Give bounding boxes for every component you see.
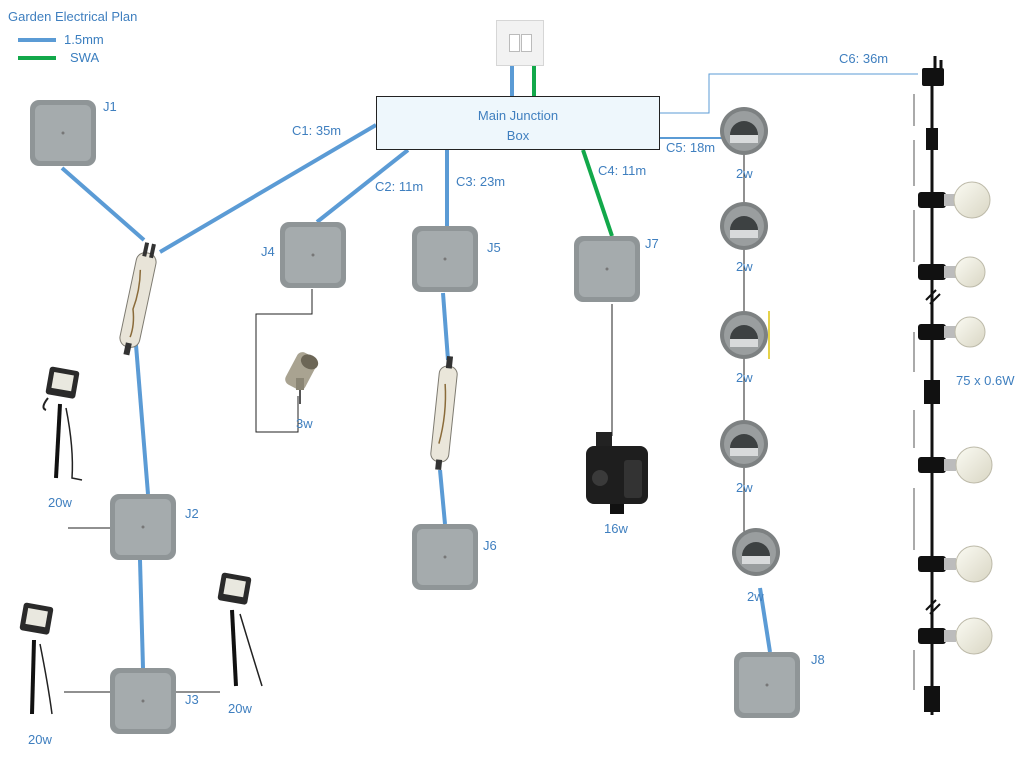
main-box-line1: Main Junction [477, 108, 559, 123]
circuit-label-c4: C4: 11m [598, 163, 647, 178]
double-switch [496, 20, 544, 66]
junction-label-j4: J4 [261, 244, 275, 259]
junction-label-j5: J5 [487, 240, 501, 255]
load-label-step-3: 2w [736, 370, 753, 385]
step-light-5 [732, 528, 780, 576]
cable-c6 [660, 73, 918, 114]
cable-j2-j3 [138, 559, 145, 669]
spotlight-j4 [285, 352, 319, 404]
pond-pump-j7 [586, 432, 648, 514]
load-label-pump: 16w [604, 521, 628, 536]
festoon-bulb-6 [918, 617, 993, 655]
junction-box-j2 [110, 494, 176, 560]
junction-box-j8 [734, 652, 800, 718]
load-label-step-1: 2w [736, 166, 753, 181]
legend-item-1-5mm: 1.5mm [18, 32, 104, 47]
junction-box-j7 [574, 236, 640, 302]
floodlight-j2 [42, 366, 83, 481]
cable-c1 [158, 123, 378, 254]
festoon-bulb-4 [918, 446, 993, 484]
circuit-label-c3: C3: 23m [456, 174, 506, 189]
legend-label-swa: SWA [70, 50, 100, 65]
circuit-label-c5: C5: 18m [666, 140, 716, 155]
junction-label-j6: J6 [483, 538, 497, 553]
main-junction-box: Main Junction Box [376, 96, 660, 150]
junction-label-j8: J8 [811, 652, 825, 667]
step-light-2 [720, 202, 768, 250]
festoon-bulb-1 [918, 181, 991, 219]
legend-swatch-green [18, 55, 56, 60]
load-label-festoon: 75 x 0.6W [956, 373, 1015, 388]
load-label-flood-j3-right: 20w [228, 701, 252, 716]
diagram-title: Garden Electrical Plan [8, 9, 138, 24]
junction-box-j1 [30, 100, 96, 166]
cable-connector-j2 [134, 344, 150, 495]
switch-rocker-left [509, 34, 520, 52]
circuit-label-c1: C1: 35m [292, 123, 342, 138]
festoon-bulb-5 [918, 545, 993, 583]
load-label-step-2: 2w [736, 259, 753, 274]
load-label-spotlight: 3w [296, 416, 313, 431]
festoon-string [913, 56, 944, 715]
load-label-flood-j2: 20w [48, 495, 72, 510]
junction-label-j1: J1 [103, 99, 117, 114]
load-label-step-5: 2w [747, 589, 764, 604]
wire-j4-spotlight [255, 289, 313, 433]
step-light-1 [720, 107, 768, 155]
legend-label-1-5mm: 1.5mm [64, 32, 104, 47]
inline-connector-c1 [119, 242, 157, 356]
festoon-bulb-2 [918, 256, 986, 288]
junction-label-j7: J7 [645, 236, 659, 251]
load-label-step-4: 2w [736, 480, 753, 495]
cable-connector-j6 [438, 469, 447, 525]
floodlight-j3-left [19, 602, 54, 715]
switch-rocker-right [521, 34, 532, 52]
junction-box-j4 [280, 222, 346, 288]
junction-label-j2: J2 [185, 506, 199, 521]
cable-j5-connector [441, 292, 450, 361]
inline-connector-c3 [430, 356, 458, 471]
circuit-label-c6: C6: 36m [839, 51, 889, 66]
circuit-label-c2: C2: 11m [375, 179, 424, 194]
junction-label-j3: J3 [185, 692, 199, 707]
legend-item-swa: SWA [18, 50, 99, 65]
junction-box-j6 [412, 524, 478, 590]
load-label-flood-j3-left: 20w [28, 732, 52, 747]
cable-j1-connector [60, 166, 146, 242]
festoon-bulb-3 [918, 316, 986, 348]
main-box-line2: Box [506, 128, 530, 143]
cable-c4 [581, 149, 614, 237]
floodlight-j3-right [217, 572, 263, 687]
cable-step-j8 [758, 587, 772, 653]
cable-c2 [315, 148, 410, 224]
junction-box-j3 [110, 668, 176, 734]
step-light-4 [720, 420, 768, 468]
step-light-3 [720, 311, 770, 359]
legend-swatch-blue [18, 37, 56, 42]
junction-box-j5 [412, 226, 478, 292]
